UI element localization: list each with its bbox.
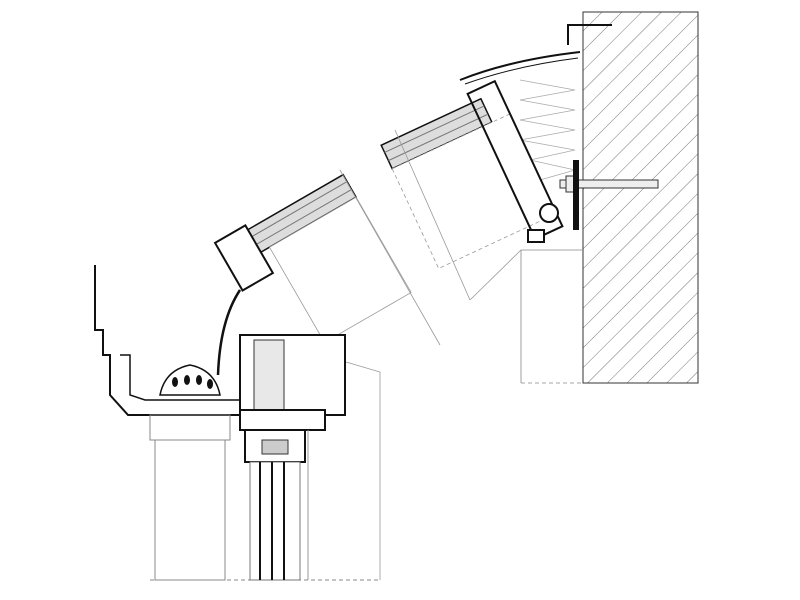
insulation-zigzag-icon	[519, 79, 576, 181]
masonry-wall	[520, 11, 699, 384]
curved-cover	[216, 289, 242, 376]
upper-bracket	[527, 229, 545, 243]
guide-lines	[339, 129, 522, 580]
upper-glazing-unit	[380, 79, 564, 269]
wall-flashing	[459, 24, 612, 85]
left-upstand-flashing	[94, 265, 240, 416]
lower-window-frame	[244, 429, 309, 581]
lower-glazing-unit	[213, 173, 412, 344]
roof-drain-icon	[159, 364, 221, 396]
seal-profile	[539, 203, 559, 223]
frame-profile	[239, 334, 346, 431]
wall-plate	[573, 160, 579, 230]
